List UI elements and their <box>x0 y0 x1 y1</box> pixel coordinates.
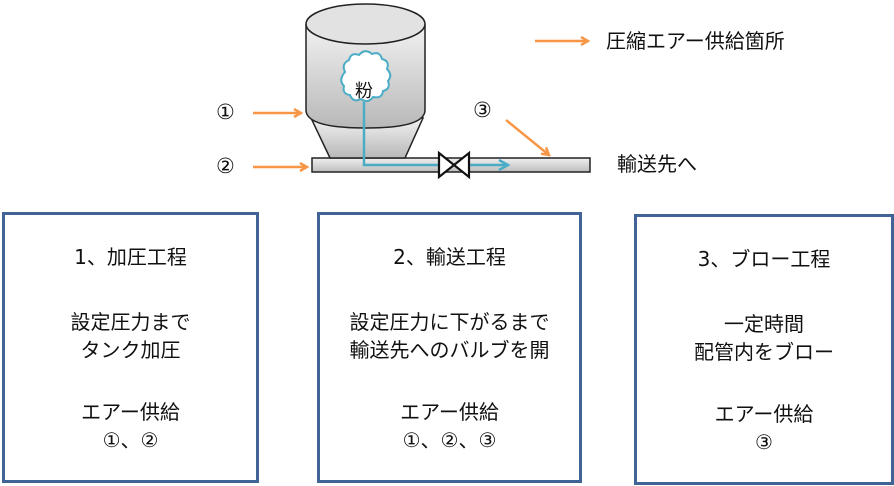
supply-point-3-label: ③ <box>473 98 492 122</box>
step-air-supply: エアー供給 ①、②、③ <box>320 398 579 454</box>
air-supply-points: ①、② <box>102 428 159 452</box>
step-description: 一定時間 配管内をブロー <box>637 310 891 366</box>
step-description-line: 一定時間 <box>724 312 804 336</box>
air-supply-points: ③ <box>755 430 773 454</box>
step-air-supply: エアー供給 ③ <box>637 400 891 456</box>
step-title: 1、加圧工程 <box>74 245 187 269</box>
step-description-line: 設定圧力に下がるまで <box>349 310 550 334</box>
valve-icon <box>437 150 471 180</box>
step-box-blow: 3、ブロー工程 一定時間 配管内をブロー エアー供給 ③ <box>634 214 894 485</box>
air-supply-label: エアー供給 <box>714 402 814 426</box>
step-description-line: 配管内をブロー <box>694 340 834 364</box>
air-supply-points: ①、②、③ <box>402 428 497 452</box>
air-arrow-3 <box>505 119 549 155</box>
legend-label: 圧縮エアー供給箇所 <box>606 29 785 53</box>
step-description-line: タンク加圧 <box>80 338 181 362</box>
step-description: 設定圧力まで タンク加圧 <box>5 308 256 364</box>
step-description-line: 設定圧力まで <box>70 310 191 334</box>
step-box-transport: 2、輸送工程 設定圧力に下がるまで 輸送先へのバルブを開 エアー供給 ①、②、③ <box>317 212 582 483</box>
supply-point-2-label: ② <box>216 154 235 178</box>
conveying-system-diagram <box>253 3 591 180</box>
air-supply-label: エアー供給 <box>81 400 180 424</box>
step-description-line: 輸送先へのバルブを開 <box>349 338 550 362</box>
powder-label: 粉 <box>355 81 373 102</box>
air-supply-label: エアー供給 <box>400 400 499 424</box>
destination-label: 輸送先へ <box>617 152 697 176</box>
supply-point-1-label: ① <box>216 100 235 124</box>
powder-cloud-icon <box>340 50 392 103</box>
tank-top <box>305 3 426 45</box>
step-description: 設定圧力に下がるまで 輸送先へのバルブを開 <box>320 308 579 364</box>
step-title: 2、輸送工程 <box>393 245 506 269</box>
step-air-supply: エアー供給 ①、② <box>5 398 256 454</box>
step-box-pressurize: 1、加圧工程 設定圧力まで タンク加圧 エアー供給 ①、② <box>2 212 259 483</box>
step-title: 3、ブロー工程 <box>697 247 831 271</box>
